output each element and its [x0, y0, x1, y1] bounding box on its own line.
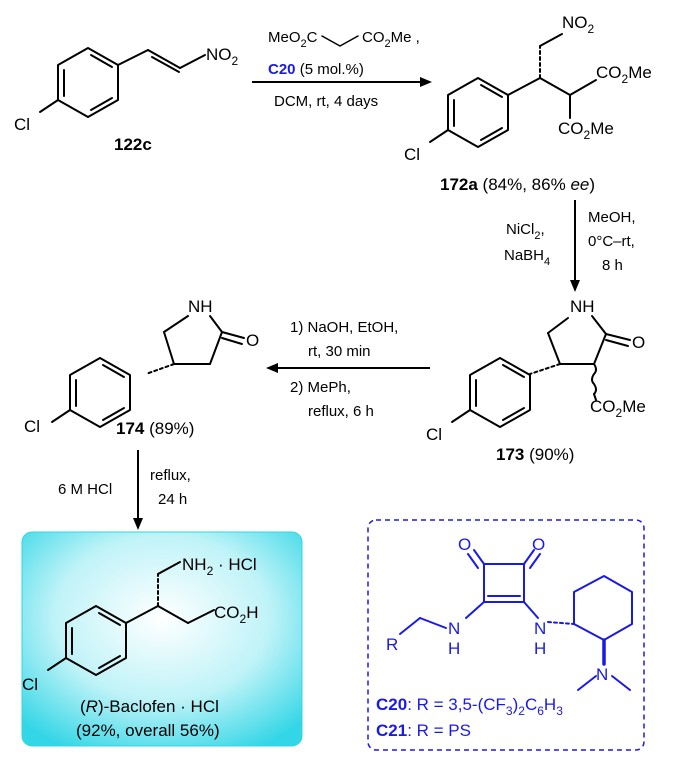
compound-174-caption: 174 (89%) [116, 419, 194, 438]
compound-122c: Cl NO2 122c [14, 45, 239, 154]
baclofen-product: Cl NH2 · HCl CO2H (R)-Baclofen · HCl (92… [21, 531, 303, 747]
compound-172a: Cl NO2 CO2Me CO2Me 172a (84%, 86% ee) [404, 13, 652, 194]
borohydride-reagent: NaBH4 [504, 247, 550, 268]
lactam-nh-174: NH [188, 297, 213, 316]
carbonyl-o-174: O [246, 331, 259, 350]
compound-172a-caption: 172a (84%, 86% ee) [440, 175, 595, 194]
squaramide-n-right: N [534, 619, 546, 638]
chlorine-label-174: Cl [24, 417, 40, 436]
ester-label-172a-2: CO2Me [558, 119, 614, 142]
step4-acid: 6 M HCl [58, 481, 112, 498]
dimethylamino-n: N [596, 665, 608, 684]
chlorine-label-baclofen: Cl [22, 675, 38, 694]
catalyst-panel: O O N H R N H N C20: R = 3,5-(CF3)2C6H3 … [367, 519, 645, 751]
carbonyl-o-173: O [632, 333, 645, 352]
chlorine-label-173: Cl [426, 425, 442, 444]
step3-conditions: 1) NaOH, EtOH, rt, 30 min 2) MePh, reflu… [266, 319, 430, 420]
ester-label-173: CO2Me [590, 397, 646, 420]
r-group-label: R [386, 635, 398, 654]
c21-definition: C21: R = PS [376, 721, 471, 740]
malonate-reagent-b: CO2Me , [362, 29, 420, 50]
compound-173-caption: 173 (90%) [496, 445, 574, 464]
amine-hcl-label: NH2 · HCl [182, 555, 257, 578]
baclofen-name: (R)-Baclofen · HCl [80, 697, 219, 716]
chlorine-label: Cl [14, 115, 30, 134]
baclofen-yield: (92%, overall 56%) [76, 721, 220, 740]
squaramide-o-left: O [458, 535, 471, 554]
chlorine-label-172a: Cl [404, 145, 420, 164]
step2-time: 8 h [602, 257, 623, 274]
step4-time: 24 h [158, 491, 187, 508]
step2-temperature: 0°C–rt, [588, 233, 635, 250]
step2-conditions: NiCl2, NaBH4 MeOH, 0°C–rt, 8 h [504, 200, 636, 292]
nickel-reagent: NiCl2, [506, 221, 545, 242]
step3-line3: 2) MePh, [290, 379, 351, 396]
lactam-nh-173: NH [570, 297, 595, 316]
ester-label-172a-1: CO2Me [596, 63, 652, 86]
nitro-label: NO2 [206, 45, 239, 68]
compound-174: NH O Cl 174 (89%) [24, 297, 259, 438]
step4-conditions: 6 M HCl reflux, 24 h [58, 450, 191, 530]
step3-line2: rt, 30 min [308, 343, 371, 360]
squaramide-n-left: N [448, 619, 460, 638]
malonate-reagent: MeO2C [268, 29, 318, 50]
step4-reflux: reflux, [150, 467, 191, 484]
squaramide-h-left: H [448, 639, 460, 658]
compound-173: NH O CO2Me Cl 173 (90%) [426, 297, 646, 464]
c20-definition: C20: R = 3,5-(CF3)2C6H3 [376, 695, 563, 718]
step3-line1: 1) NaOH, EtOH, [290, 319, 398, 336]
step1-solvent-time: DCM, rt, 4 days [274, 93, 378, 110]
acid-label: CO2H [214, 603, 258, 626]
squaramide-o-right: O [532, 535, 545, 554]
compound-122c-id: 122c [114, 135, 152, 154]
step1-conditions: MeO2C CO2Me , C20 (5 mol.%) DCM, rt, 4 d… [252, 29, 432, 110]
step2-solvent: MeOH, [588, 209, 636, 226]
product-highlight-box [21, 531, 303, 747]
squaramide-h-right: H [534, 639, 546, 658]
catalyst-dashed-box [367, 519, 645, 751]
catalyst-loading: C20 (5 mol.%) [268, 61, 364, 78]
step3-line4: reflux, 6 h [308, 403, 374, 420]
nitro-label-172a: NO2 [562, 13, 595, 36]
